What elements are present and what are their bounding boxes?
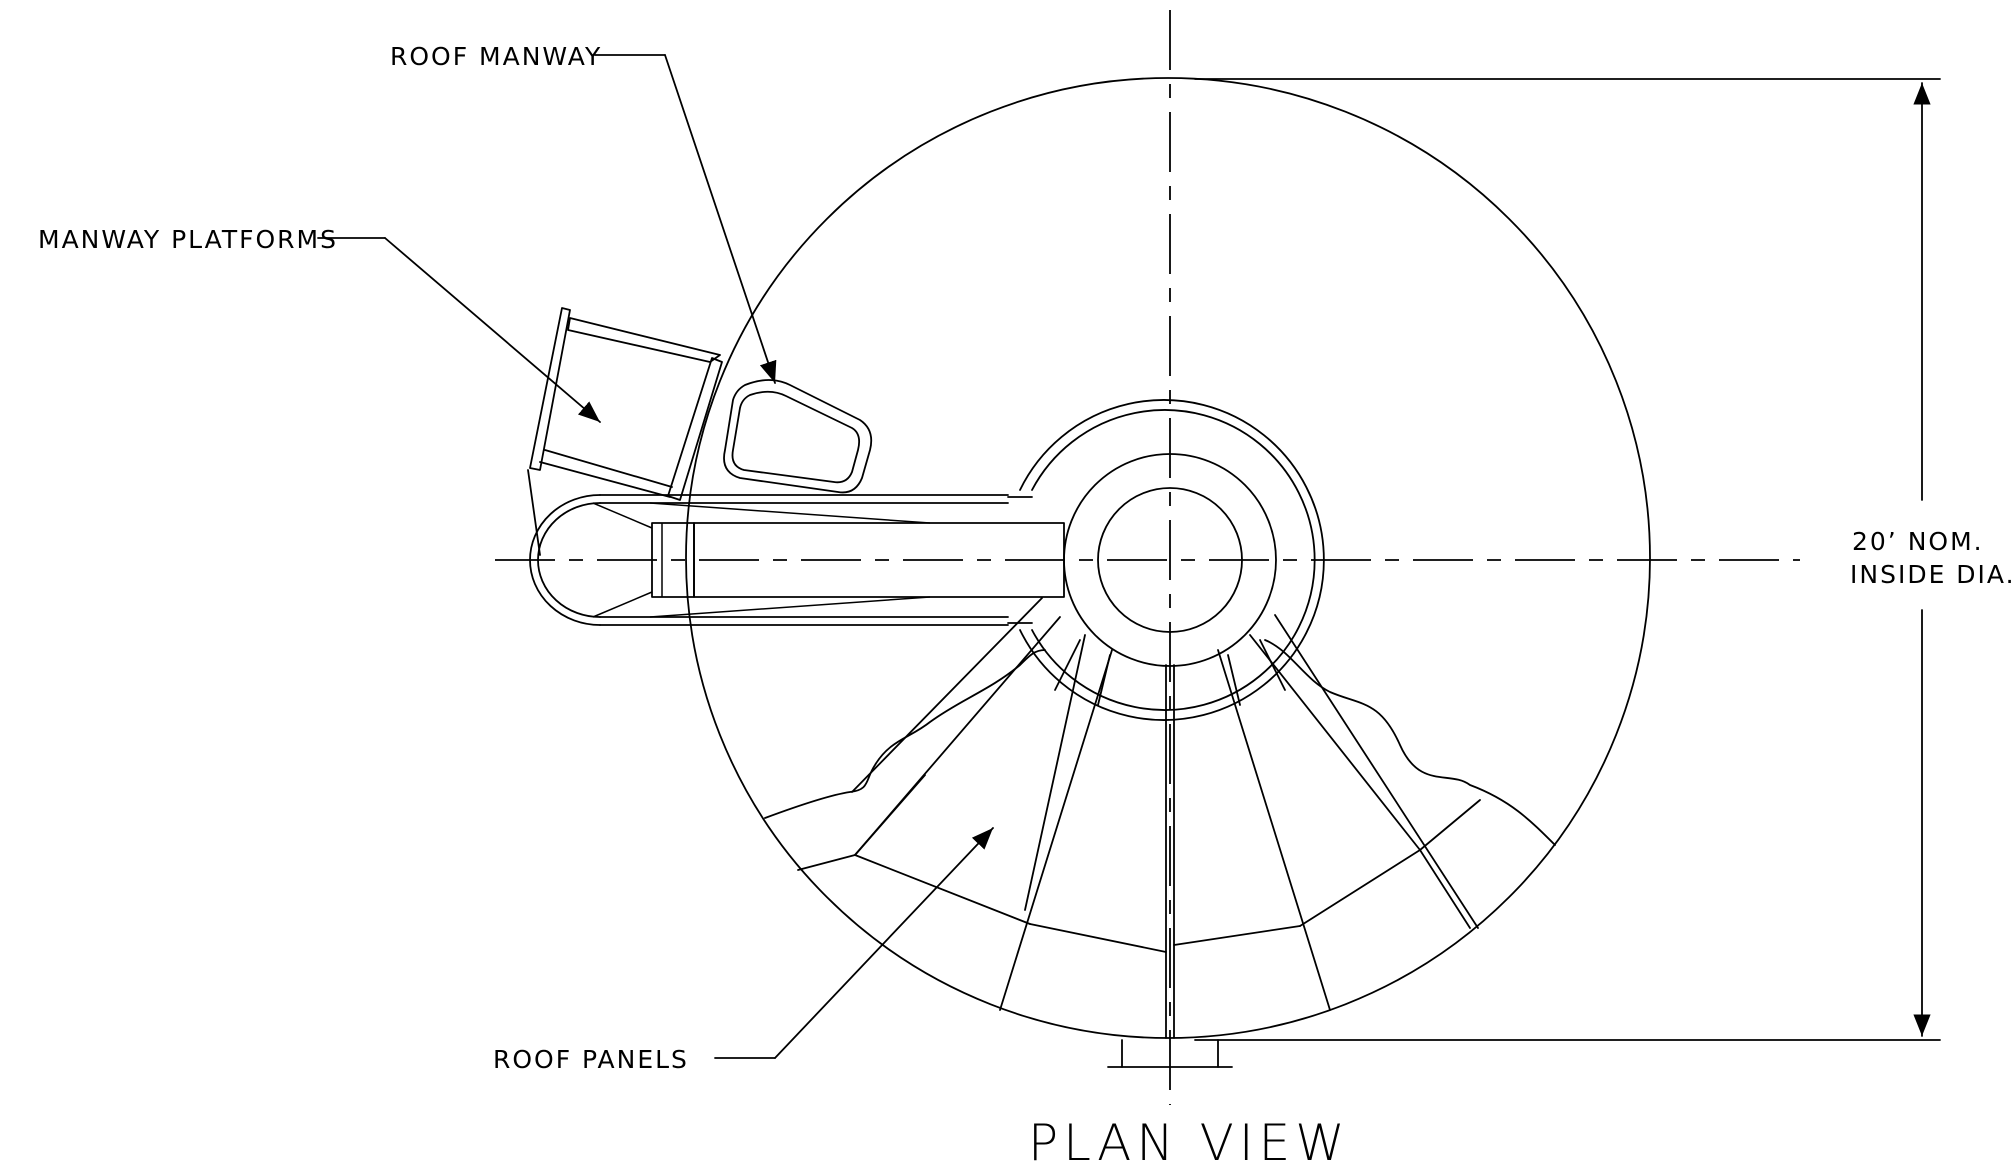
roof-manway-hatch-inner bbox=[731, 390, 861, 484]
view-title: PLAN VIEW bbox=[1028, 1114, 1350, 1170]
diameter-dimension bbox=[1194, 78, 1941, 1041]
roof-panels bbox=[764, 597, 1556, 1039]
manway-platform bbox=[527, 307, 723, 556]
tank-shell-outline bbox=[685, 77, 1651, 1039]
leader-manway-platforms bbox=[317, 237, 601, 423]
dimension-label-inside-dia: INSIDE DIA. bbox=[1850, 560, 2011, 589]
hub-collar bbox=[1007, 399, 1325, 721]
dimension-label-nominal: 20’ NOM. bbox=[1852, 527, 1984, 556]
callout-manway-platforms: MANWAY PLATFORMS bbox=[38, 225, 338, 254]
callout-roof-panels: ROOF PANELS bbox=[493, 1045, 689, 1074]
roof-manway-hatch bbox=[723, 379, 873, 494]
center-lines bbox=[495, 10, 1800, 1105]
leader-roof-panels bbox=[714, 827, 994, 1059]
callout-roof-manway: ROOF MANWAY bbox=[390, 42, 602, 71]
base-plate bbox=[1107, 1039, 1233, 1068]
leader-roof-manway bbox=[594, 54, 777, 384]
